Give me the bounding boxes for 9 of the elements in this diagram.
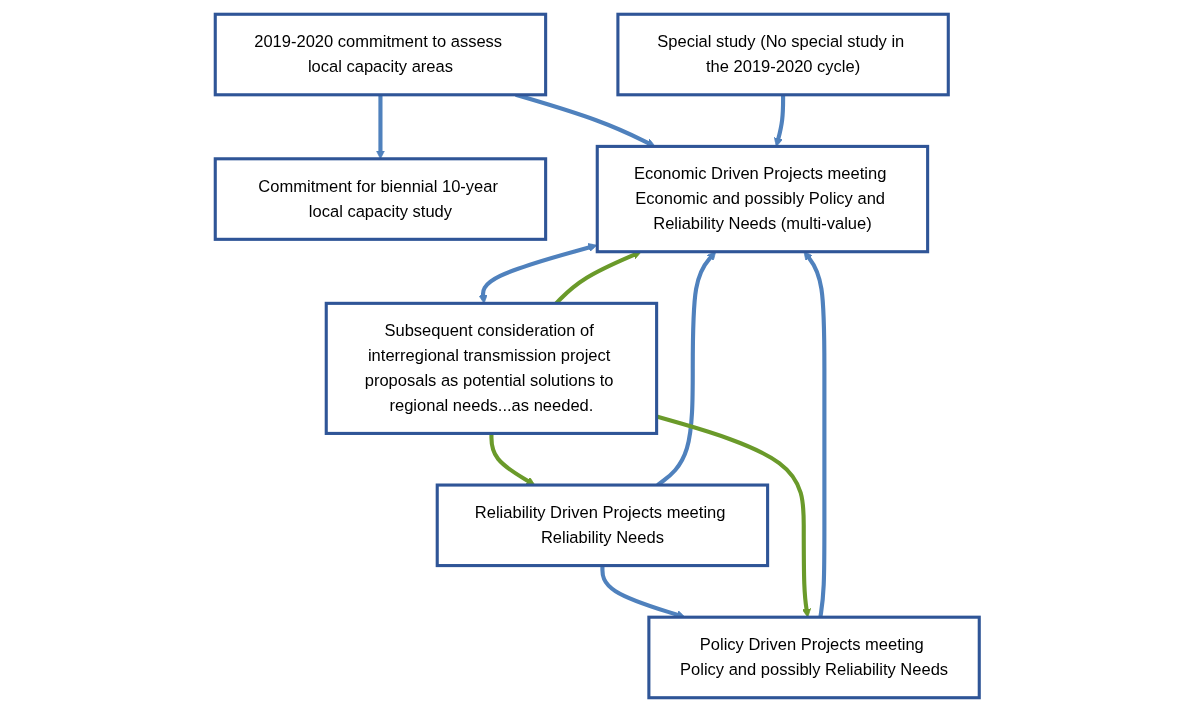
node-box: Policy Driven Projects meeting Policy and possibly Reliability Needs <box>647 615 981 699</box>
node-box: Commitment for biennial 10-year local capacity study <box>213 156 547 241</box>
node-box: Special study (No special study in the 2019-2020 cycle) <box>616 12 950 96</box>
node-box: Economic Driven Projects meeting Economic and possibly Policy and Reliability Needs (multi-value) <box>595 144 929 253</box>
arrow <box>375 94 385 159</box>
node-box: Subsequent consideration of interregional transmission project proposals as potential solutions to regional needs...as needed. <box>324 301 658 435</box>
arrow <box>489 432 535 485</box>
node-box: Reliability Driven Projects meeting Reliability Needs <box>435 483 769 567</box>
node-box: 2019-2020 commitment to assess local capacity areas <box>213 12 547 96</box>
